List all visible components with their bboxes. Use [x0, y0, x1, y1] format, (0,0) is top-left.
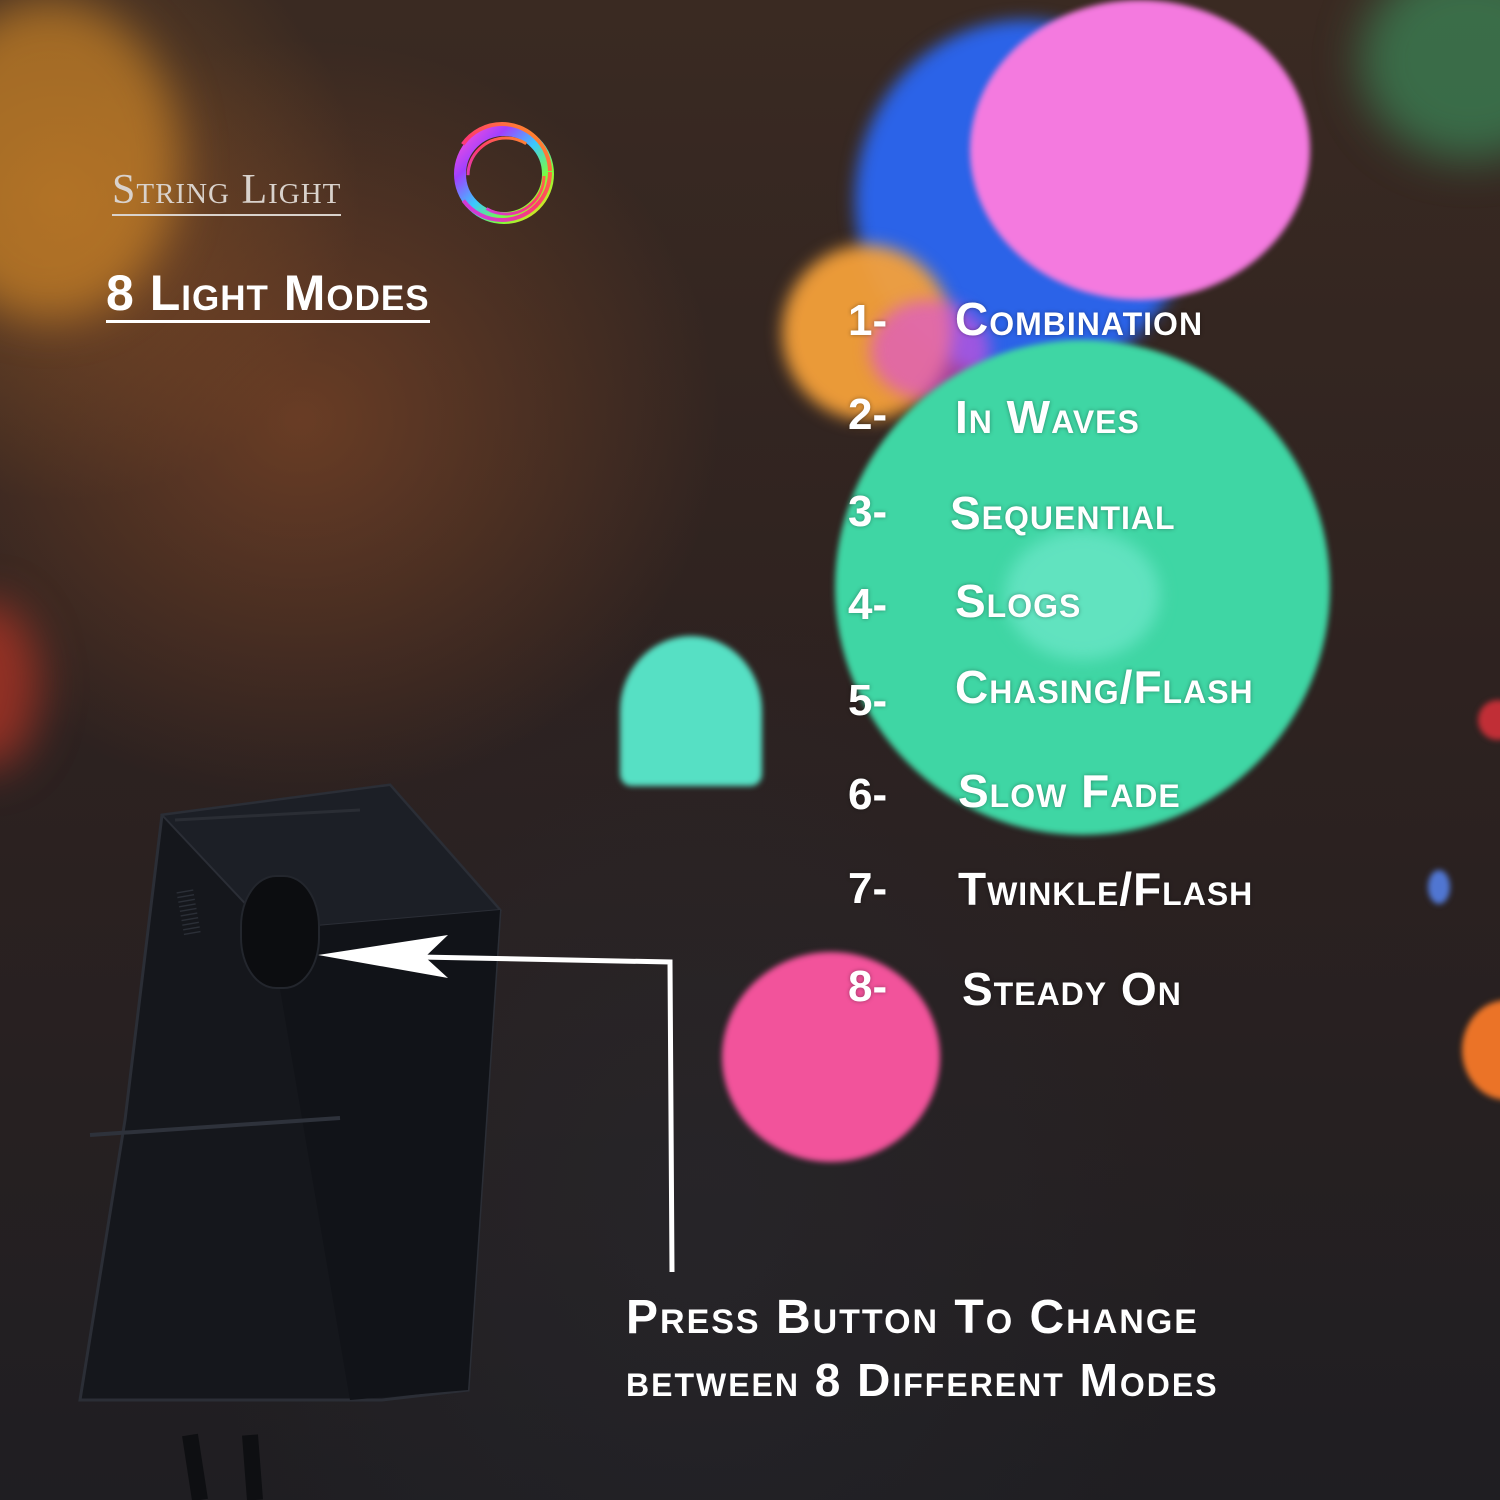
mode-number: 2- — [848, 390, 888, 439]
instruction-line-1: Press Button To Change — [626, 1291, 1199, 1344]
bokeh-orange-right — [1462, 1000, 1500, 1100]
mode-number: 4- — [848, 580, 888, 629]
mode-number: 5- — [848, 676, 888, 725]
bokeh-teal-inner — [1005, 530, 1160, 660]
mode-label: Combination — [955, 293, 1204, 345]
mode-number: 1- — [848, 296, 888, 345]
mode-number: 8- — [848, 962, 888, 1011]
mode-number: 6- — [848, 770, 888, 819]
instruction-line-2: between 8 Different Modes — [626, 1354, 1219, 1406]
mode-button[interactable] — [240, 875, 320, 989]
mode-label: Slogs — [955, 575, 1082, 627]
mode-label: Twinkle/Flash — [958, 863, 1254, 915]
mode-label: In Waves — [955, 391, 1140, 443]
bokeh-pink — [722, 952, 940, 1162]
mode-number: 7- — [848, 864, 888, 913]
bokeh-red-dot — [1478, 700, 1500, 740]
mode-label: Steady On — [962, 963, 1182, 1015]
mode-label: Slow Fade — [958, 765, 1181, 817]
brand-name: String Light — [112, 168, 342, 217]
mode-number: 3- — [848, 487, 888, 536]
bokeh-red-glow — [0, 600, 40, 770]
bokeh-teal-small — [620, 636, 762, 786]
mode-label: Sequential — [950, 487, 1176, 539]
bokeh-blue-spark — [1428, 870, 1450, 904]
bokeh-magenta-large — [970, 0, 1310, 300]
rainbow-ring-logo-icon — [452, 122, 554, 224]
bokeh-green-corner — [1360, 0, 1500, 160]
mode-label: Chasing/Flash — [955, 661, 1254, 713]
light-modes-heading: 8 Light Modes — [106, 265, 430, 323]
